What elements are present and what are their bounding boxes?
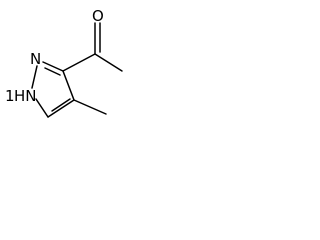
bond-n1-n2 [31, 65, 38, 89]
bond-n2-c3-inner [44, 67, 61, 76]
bond-n1-c5 [35, 98, 49, 118]
bond-n2-c3 [42, 61, 64, 72]
bond-c4-c3 [62, 70, 75, 101]
atom-label-n2: N [30, 50, 41, 68]
atom-label-nh: HN [14, 87, 37, 105]
bond-c3-carbonyl [62, 53, 96, 72]
bond-c5-c4 [47, 99, 75, 118]
bond-carbonyl-methyl [94, 53, 123, 72]
structure-diagram: N O 1 HN [5, 7, 123, 118]
atom-label-nh-index: 1 [5, 87, 15, 105]
bond-c5-c4-inner [51, 98, 71, 112]
bond-c4-methyl [73, 99, 107, 115]
atom-label-o: O [92, 7, 104, 25]
